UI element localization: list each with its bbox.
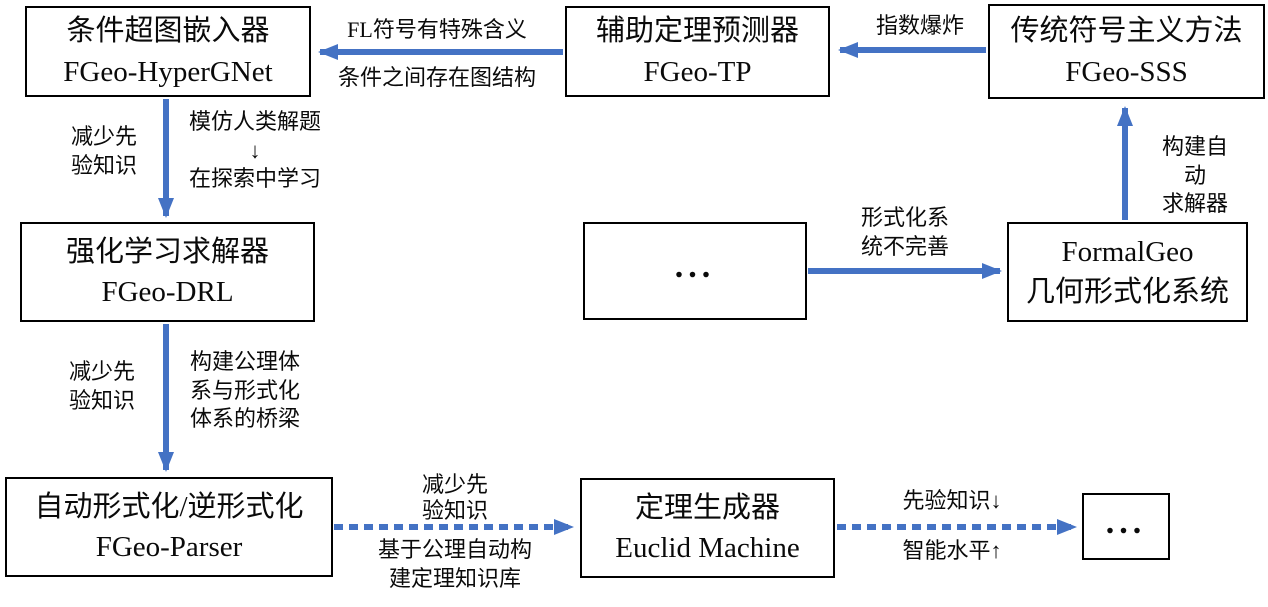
edge-label-reduce-prior-2: 减少先 验知识	[68, 359, 136, 413]
node-subtitle: FGeo-DRL	[101, 276, 234, 308]
node-subtitle: FGeo-HyperGNet	[63, 55, 273, 88]
edge-label-intelligence-up: 智能水平↑	[902, 538, 1002, 563]
edge-label-system-incomplete: 形式化系 统不完善	[860, 205, 950, 259]
node-title: 强化学习求解器	[65, 235, 269, 268]
node-fgeo-sss: 传统符号主义方法 FGeo-SSS	[988, 4, 1265, 99]
edge-label-reduce-prior-3: 减少先 验知识	[421, 472, 489, 524]
node-subtitle: FGeo-Parser	[95, 531, 243, 563]
edge-label-theorem-kb: 基于公理自动构 建定理知识库	[377, 537, 533, 591]
edge-label-build-solver: 构建自动 求解器	[1161, 134, 1228, 217]
node-subtitle: FGeo-SSS	[1065, 55, 1188, 88]
edge-label-prior-knowledge-down: 先验知识↓	[902, 488, 1002, 513]
node-title: 自动形式化/逆形式化	[34, 490, 304, 523]
edge-label-exponential-explosion: 指数爆炸	[875, 13, 965, 38]
node-fgeo-hypergnet: 条件超图嵌入器 FGeo-HyperGNet	[25, 6, 311, 97]
edge-label-fl-symbols: FL符号有特殊含义	[347, 17, 527, 42]
ellipsis-dots: ...	[674, 248, 716, 285]
edge-label-graph-structure: 条件之间存在图结构	[337, 65, 537, 90]
edge-label-reduce-prior-1: 减少先 验知识	[70, 124, 138, 178]
node-fgeo-drl: 强化学习求解器 FGeo-DRL	[20, 222, 315, 322]
node-title: 条件超图嵌入器	[66, 15, 270, 48]
node-subtitle: Euclid Machine	[615, 532, 800, 564]
node-euclid-machine: 定理生成器 Euclid Machine	[580, 478, 835, 578]
node-subtitle: 几何形式化系统	[1025, 276, 1229, 308]
node-title: FormalGeo	[1061, 235, 1194, 268]
edge-label-imitate-human: 模仿人类解题 ↓ 在探索中学习	[188, 109, 322, 192]
node-fgeo-parser: 自动形式化/逆形式化 FGeo-Parser	[5, 477, 333, 577]
ellipsis-dots: ...	[1105, 503, 1147, 541]
node-title: 定理生成器	[634, 491, 780, 524]
node-title: 辅助定理预测器	[595, 15, 799, 48]
node-ellipsis-middle: ...	[583, 222, 807, 320]
node-ellipsis-future: ...	[1082, 493, 1170, 560]
node-fgeo-tp: 辅助定理预测器 FGeo-TP	[565, 6, 830, 97]
node-title: 传统符号主义方法	[1010, 15, 1243, 48]
node-subtitle: FGeo-TP	[643, 55, 752, 88]
node-formalgeo: FormalGeo 几何形式化系统	[1007, 222, 1248, 322]
edge-label-axiom-bridge: 构建公理体 系与形式化 体系的桥梁	[189, 349, 301, 432]
